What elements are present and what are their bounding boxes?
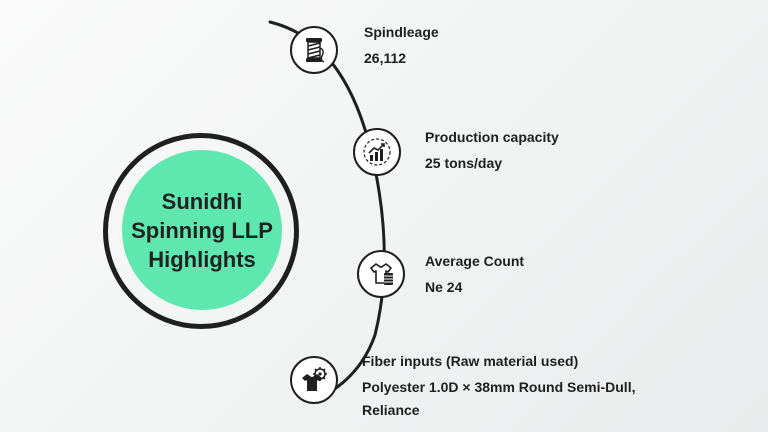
shirt-gear-icon bbox=[290, 356, 338, 404]
fiber-inputs-value-line-1: Polyester 1.0D × 38mm Round Semi-Dull, bbox=[362, 379, 636, 395]
fiber-inputs-value: Polyester 1.0D × 38mm Round Semi-Dull, R… bbox=[362, 376, 635, 422]
spindleage-value: 26,112 bbox=[364, 47, 406, 70]
production-chart-icon bbox=[353, 128, 401, 176]
fiber-inputs-value-line-2: Reliance bbox=[362, 402, 420, 418]
average-count-label: Average Count bbox=[425, 253, 525, 269]
hub-title-line-2: Spinning LLP bbox=[131, 217, 273, 243]
hub-ring bbox=[103, 133, 299, 329]
tshirt-thread-icon bbox=[357, 250, 405, 298]
yarn-spool-icon bbox=[290, 26, 338, 74]
hub-title-line-3: Highlights bbox=[148, 246, 256, 272]
production-capacity-value-line-1: 25 tons/day bbox=[425, 155, 503, 171]
spindleage-value-line-1: 26,112 bbox=[364, 50, 407, 66]
hub-title-line-1: Sunidhi bbox=[161, 188, 243, 214]
production-capacity-value: 25 tons/day bbox=[425, 152, 502, 175]
hub-circle: Sunidhi Spinning LLP Highlights bbox=[122, 150, 282, 310]
hub-title: Sunidhi Spinning LLP Highlights bbox=[127, 187, 277, 274]
average-count-value-line-1: Ne 24 bbox=[425, 279, 463, 295]
spindleage-label: Spindleage bbox=[364, 24, 439, 40]
average-count-value: Ne 24 bbox=[425, 276, 462, 299]
production-capacity-label: Production capacity bbox=[425, 129, 559, 145]
fiber-inputs-label: Fiber inputs (Raw material used) bbox=[362, 353, 579, 369]
